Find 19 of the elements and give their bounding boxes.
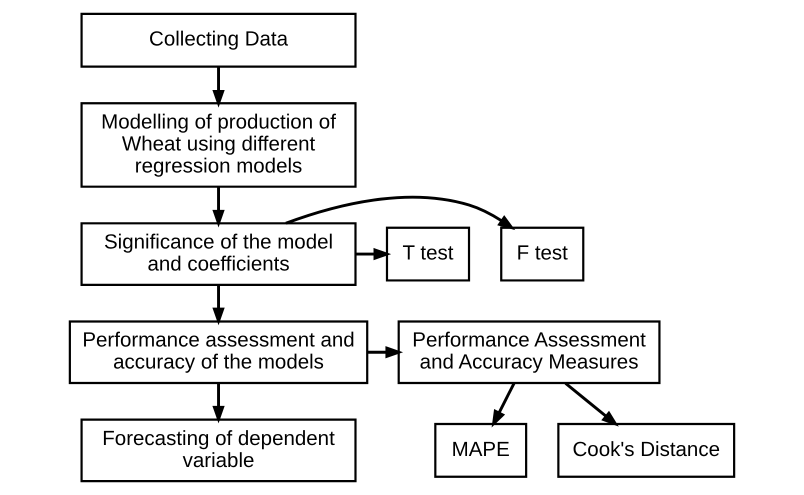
arrow: [356, 248, 392, 260]
arrow: [212, 187, 225, 228]
node-box: MAPE: [434, 422, 528, 478]
node-box: Forecasting of dependent variable: [80, 418, 357, 482]
node-box: F test: [500, 226, 584, 282]
arrow: [285, 196, 516, 230]
node-box: Performance assessment and accuracy of the models: [68, 320, 368, 384]
node-box: Collecting Data: [80, 12, 357, 68]
arrow: [212, 66, 225, 108]
node-box: Modelling of production of Wheat using different regression models: [80, 102, 357, 188]
arrow: [212, 285, 225, 326]
arrow: [492, 382, 516, 428]
node-box: T test: [386, 226, 470, 282]
arrow: [212, 383, 225, 424]
node-box: Performance Assessment and Accuracy Measures: [398, 320, 661, 384]
node-box: Cook's Distance: [557, 422, 736, 478]
arrow: [564, 382, 619, 427]
arrow: [368, 346, 404, 358]
node-box: Significance of the model and coefficients: [80, 222, 357, 286]
